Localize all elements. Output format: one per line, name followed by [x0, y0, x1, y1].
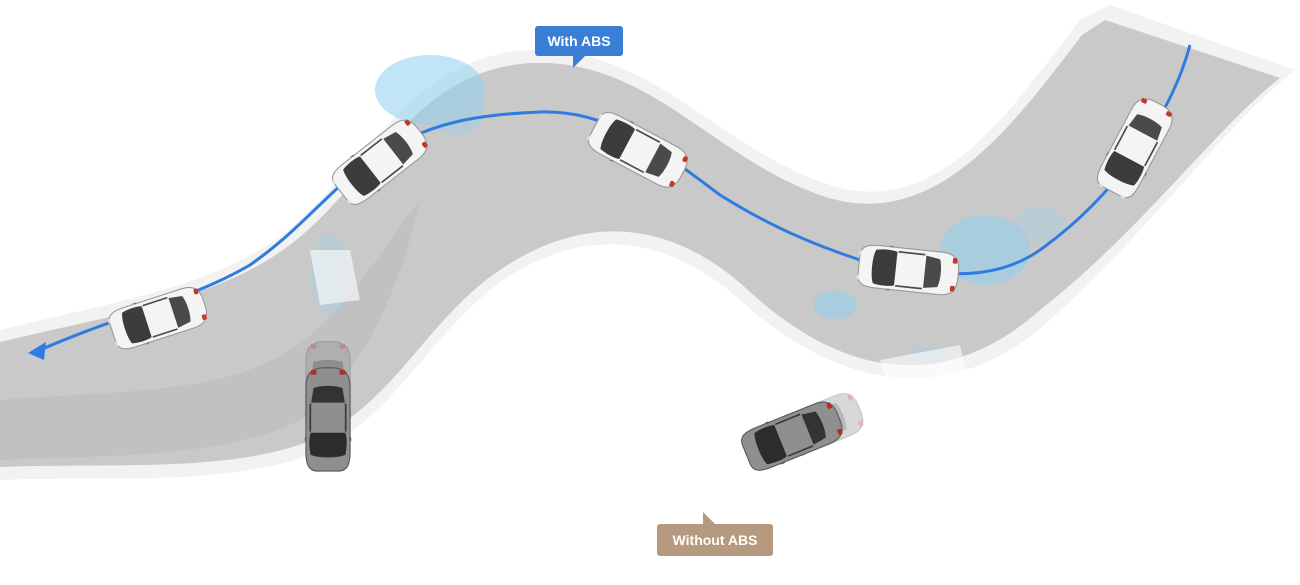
road [0, 5, 1295, 480]
no-abs-car-2 [736, 386, 870, 477]
with-abs-callout: With ABS [535, 26, 623, 68]
no-abs-car-1 [304, 340, 352, 472]
skid-marks [310, 250, 975, 420]
without-abs-callout: Without ABS [657, 512, 773, 556]
direction-arrow-icon [28, 342, 46, 360]
